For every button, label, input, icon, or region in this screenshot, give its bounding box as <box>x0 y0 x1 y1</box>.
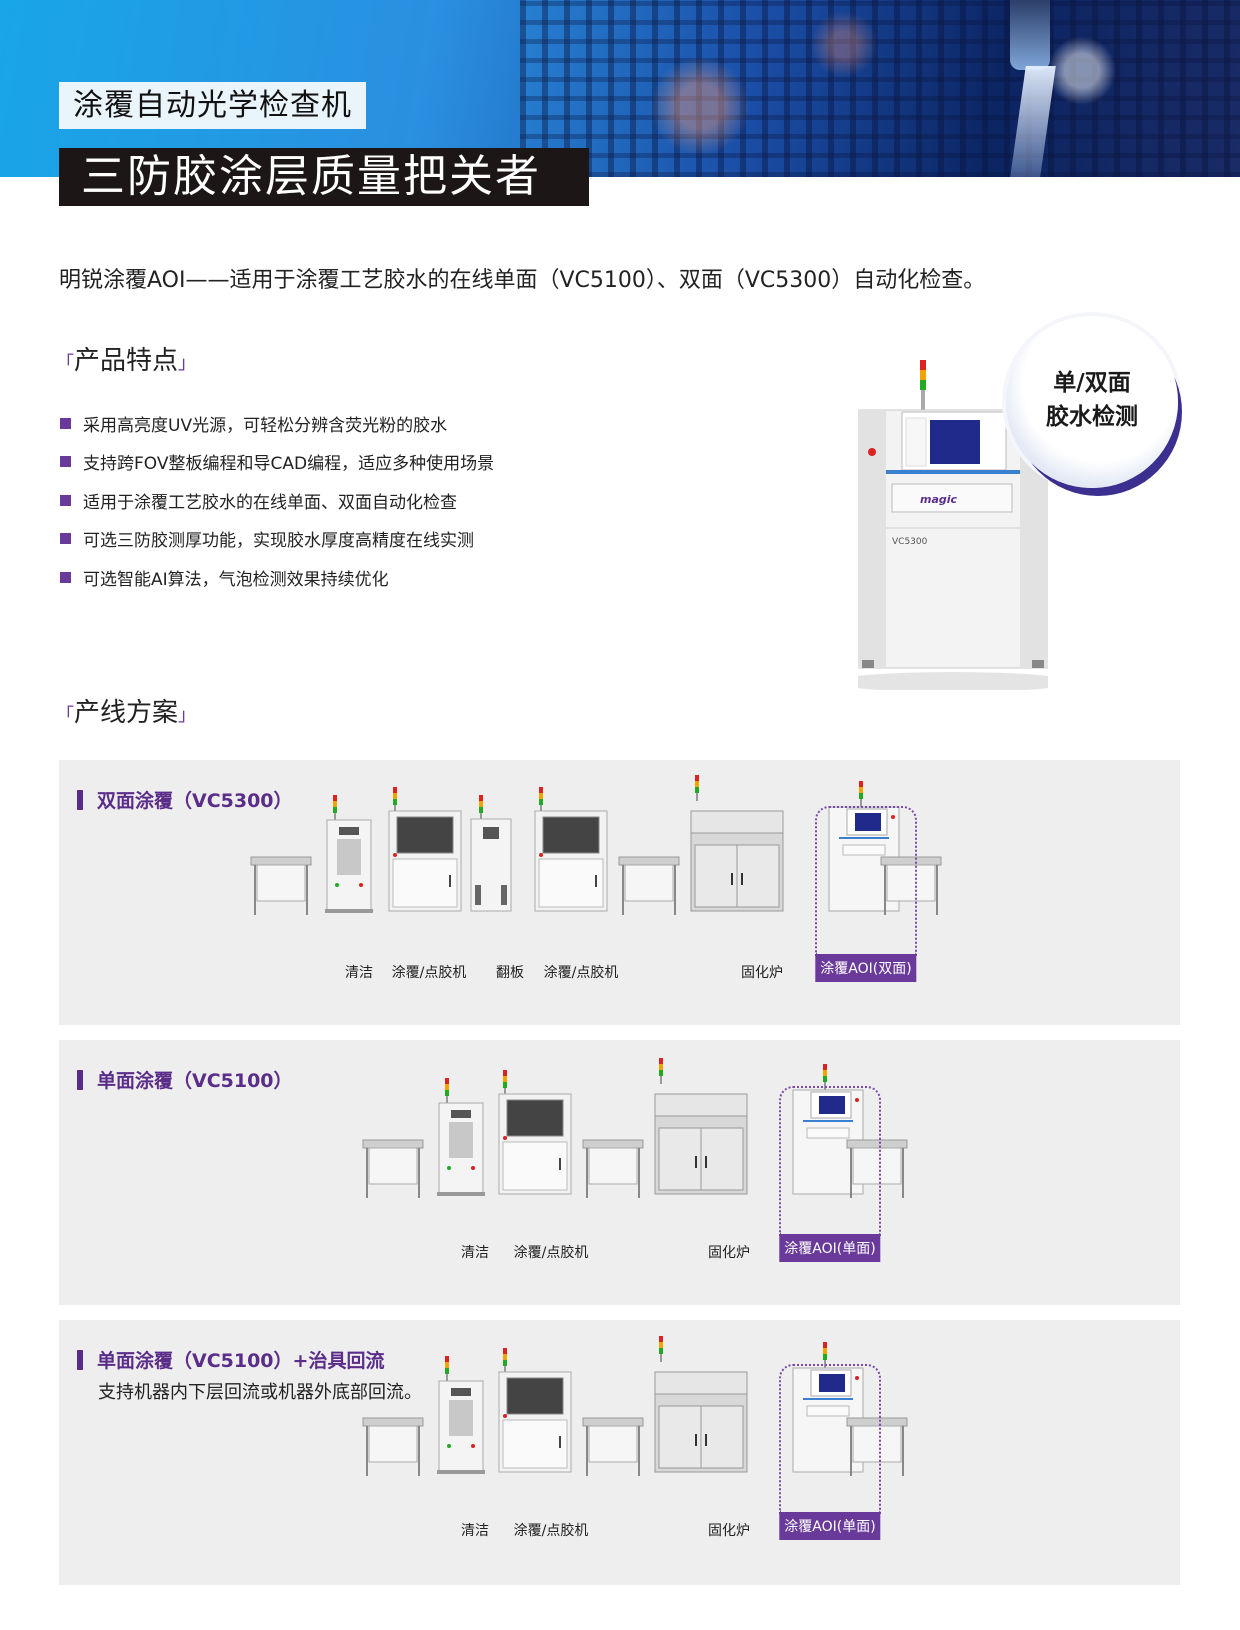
station-label: 涂覆/点胶机 <box>513 1523 589 1539</box>
square-bullet-icon <box>60 571 71 583</box>
highlight-frame <box>815 806 917 956</box>
curing-oven-image <box>654 1058 748 1195</box>
conveyor-image <box>880 856 942 915</box>
vc5300-machine-image: magic VC5300 <box>858 360 1048 690</box>
machine-brand-logo: magic <box>920 493 958 506</box>
badge-line-1: 单/双面 <box>1053 370 1131 396</box>
feature-item: 支持跨FOV整板编程和导CAD编程，适应多种使用场景 <box>60 443 494 482</box>
feature-item: 可选三防胶测厚功能，实现胶水厚度高精度在线实测 <box>60 520 494 559</box>
coating-machine-image <box>388 787 462 912</box>
coating-machine-image <box>534 787 608 912</box>
feature-item: 采用高亮度UV光源，可轻松分辨含荧光粉的胶水 <box>60 404 494 443</box>
square-bullet-icon <box>60 417 71 429</box>
station-label: 清洁 <box>461 1245 489 1261</box>
station-label-highlight: 涂覆AOI(双面) <box>815 954 917 982</box>
station-label: 涂覆/点胶机 <box>391 965 467 981</box>
station-label: 涂覆/点胶机 <box>513 1245 589 1261</box>
panel-title: 单面涂覆（VC5100）+治具回流 <box>77 1346 384 1373</box>
panel-subtitle: 支持机器内下层回流或机器外底部回流。 <box>98 1382 422 1403</box>
production-line <box>59 1040 1180 1305</box>
cleaning-machine-image <box>437 1356 485 1474</box>
station-label-highlight: 涂覆AOI(单面) <box>779 1234 881 1262</box>
square-bullet-icon <box>60 456 71 468</box>
board-flipper-image <box>470 795 512 912</box>
station-label: 涂覆/点胶机 <box>543 965 619 981</box>
lines-heading: 「产线方案」 <box>56 692 196 729</box>
intro-text: 明锐涂覆AOI——适用于涂覆工艺胶水的在线单面（VC5100）、双面（VC530… <box>59 268 986 293</box>
station-label: 清洁 <box>345 965 373 981</box>
production-line-drawing <box>250 775 942 915</box>
features-heading-text: 产品特点 <box>74 346 179 376</box>
dispenser-nozzle-image <box>1010 0 1050 70</box>
curing-oven-image <box>690 775 784 912</box>
conveyor-image <box>250 856 312 915</box>
title-bar-icon <box>77 1069 83 1090</box>
production-line-drawing <box>362 1058 908 1198</box>
feature-item: 可选智能AI算法，气泡检测效果持续优化 <box>60 558 494 597</box>
feature-item: 适用于涂覆工艺胶水的在线单面、双面自动化检查 <box>60 481 494 520</box>
conveyor-image <box>362 1139 424 1198</box>
title-bar-icon <box>77 1349 83 1370</box>
curing-oven-image <box>654 1336 748 1473</box>
coating-machine-image <box>498 1348 572 1473</box>
panel-title: 单面涂覆（VC5100） <box>77 1066 293 1093</box>
station-label: 固化炉 <box>708 1245 750 1261</box>
panel-single-side: 单面涂覆（VC5100） 清洁 涂覆/点胶机 固化炉 涂覆AOI(单面) <box>59 1040 1180 1305</box>
features-list: 采用高亮度UV光源，可轻松分辨含荧光粉的胶水 支持跨FOV整板编程和导CAD编程… <box>60 404 494 597</box>
panel-single-side-reflow: 单面涂覆（VC5100）+治具回流 支持机器内下层回流或机器外底部回流。 清洁 … <box>59 1320 1180 1585</box>
station-label: 固化炉 <box>708 1523 750 1539</box>
highlight-frame <box>779 1364 881 1514</box>
station-label: 清洁 <box>461 1523 489 1539</box>
cleaning-machine-image <box>437 1078 485 1196</box>
panel-title: 双面涂覆（VC5300） <box>77 786 293 813</box>
production-line <box>59 1320 1180 1585</box>
conveyor-image <box>362 1417 424 1476</box>
conveyor-image <box>582 1417 644 1476</box>
highlight-frame <box>779 1086 881 1236</box>
conveyor-image <box>618 856 680 915</box>
production-line <box>59 760 1180 1025</box>
bracket-close-icon: 」 <box>178 705 197 726</box>
square-bullet-icon <box>60 494 71 506</box>
coating-machine-image <box>498 1070 572 1195</box>
hero-subtitle: 涂覆自动光学检查机 <box>59 82 366 129</box>
square-bullet-icon <box>60 533 71 545</box>
title-bar-icon <box>77 789 83 810</box>
bracket-open-icon: 「 <box>56 353 74 374</box>
machine-model-label: VC5300 <box>892 537 928 547</box>
single-double-side-badge: 单/双面 胶水检测 <box>1006 316 1178 488</box>
station-label: 固化炉 <box>741 965 783 981</box>
station-label: 翻板 <box>496 965 524 981</box>
conveyor-image <box>846 1417 908 1476</box>
pcb-background-image <box>520 0 1240 177</box>
badge-line-2: 胶水检测 <box>1046 404 1138 430</box>
panel-double-side: 双面涂覆（VC5300） 清洁 涂覆/点胶机 翻板 涂覆/点胶机 固化炉 涂覆A… <box>59 760 1180 1025</box>
station-label-highlight: 涂覆AOI(单面) <box>779 1512 881 1540</box>
cleaning-machine-image <box>325 795 373 913</box>
lines-heading-text: 产线方案 <box>74 698 179 728</box>
features-heading: 「产品特点」 <box>56 340 196 377</box>
production-line-drawing <box>362 1336 908 1476</box>
conveyor-image <box>582 1139 644 1198</box>
bracket-close-icon: 」 <box>178 353 197 374</box>
bracket-open-icon: 「 <box>56 705 74 726</box>
hero-title: 三防胶涂层质量把关者 <box>59 148 589 206</box>
conveyor-image <box>846 1139 908 1198</box>
hero-banner <box>0 0 1240 177</box>
